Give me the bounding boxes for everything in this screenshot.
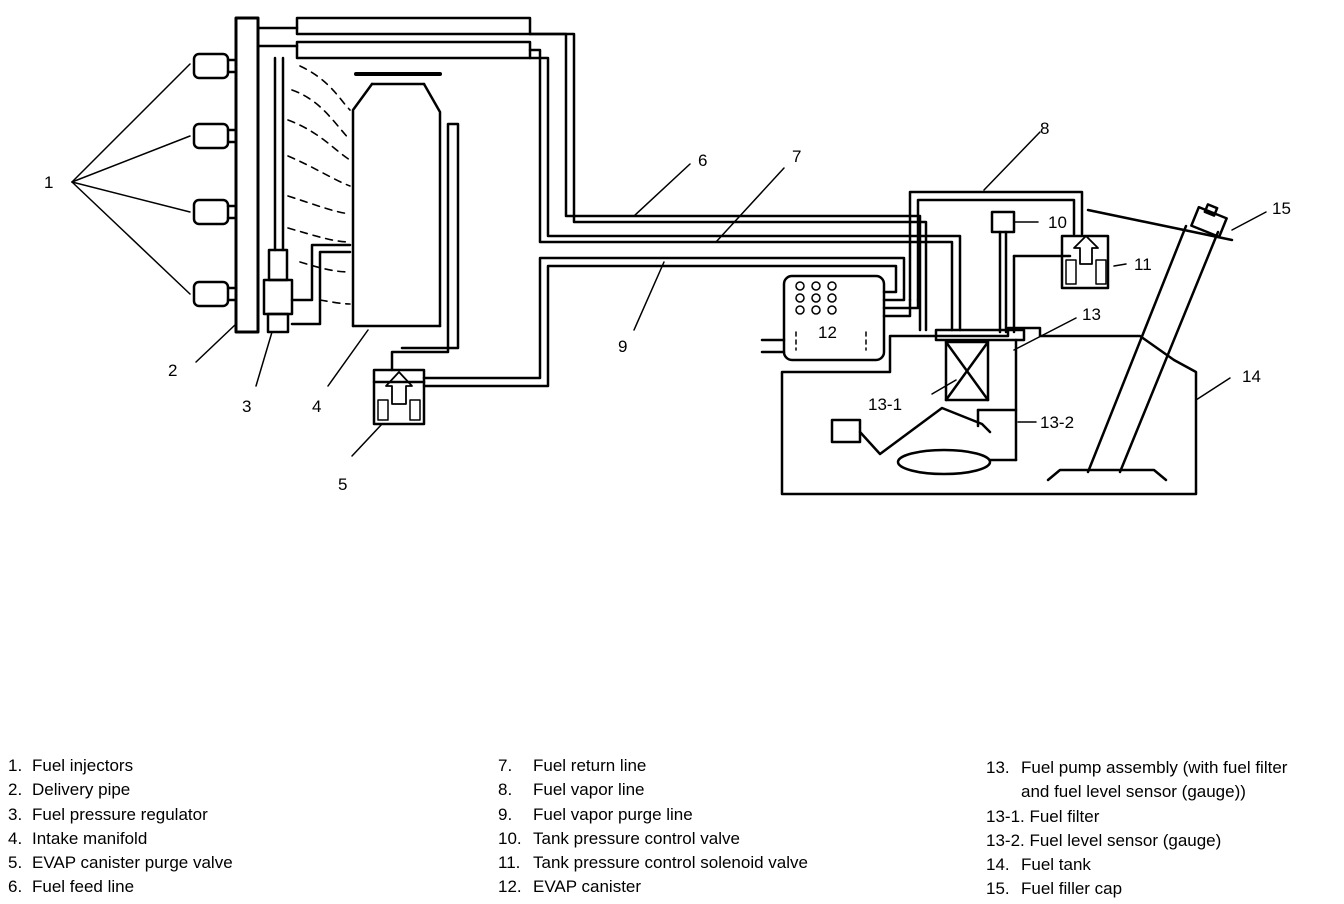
fuel-injectors — [192, 52, 238, 308]
legend-number: 8. — [498, 780, 513, 800]
legend-label: Fuel feed line — [32, 877, 135, 897]
legend-item: 11. Tank pressure control solenoid valve — [498, 851, 808, 875]
legend-number: 10. — [498, 828, 522, 848]
legend-label: Fuel vapor purge line — [533, 804, 693, 824]
callout-15: 15 — [1272, 199, 1291, 218]
legend-item: 15. Fuel filler cap — [986, 877, 1287, 901]
legend-item: 13-2. Fuel level sensor (gauge) — [986, 829, 1287, 853]
callout-13-1: 13-1 — [868, 395, 902, 414]
legend-number: 15. — [986, 879, 1010, 899]
legend-label: and fuel level sensor (gauge)) — [1021, 782, 1246, 802]
legend-column-1: 1. Fuel injectors 2. Delivery pipe 3. Fuel … — [8, 754, 233, 900]
delivery-pipe — [234, 16, 532, 334]
legend-item: 12. EVAP canister — [498, 875, 808, 899]
fuel-pump-assembly — [896, 328, 1026, 476]
callout-14: 14 — [1242, 367, 1261, 386]
callout-4: 4 — [312, 397, 321, 416]
legend-label: Fuel filler cap — [1021, 879, 1123, 899]
fuel-level-sensor — [830, 406, 992, 456]
legend-label: Fuel tank — [1021, 855, 1091, 875]
legend-column-3: 13.Fuel pump assembly (with fuel filter … — [986, 756, 1287, 902]
legend-item: 3. Fuel pressure regulator — [8, 803, 233, 827]
legend-label: EVAP canister purge valve — [32, 853, 233, 873]
legend-label: Tank pressure control valve — [533, 828, 740, 848]
legend-item-continuation: and fuel level sensor (gauge)) — [986, 780, 1287, 804]
legend-label: Fuel return line — [533, 756, 647, 775]
fuel-filler-neck — [1086, 203, 1234, 474]
evap-canister-purge-valve — [372, 368, 426, 426]
legend-item: 2. Delivery pipe — [8, 778, 233, 802]
legend-label: Fuel pressure regulator — [32, 804, 208, 824]
legend-label: Tank pressure control solenoid valve — [533, 853, 808, 873]
callout-9: 9 — [618, 337, 627, 356]
callout-7: 7 — [792, 147, 801, 166]
callout-2: 2 — [168, 361, 177, 380]
callout-8: 8 — [1040, 119, 1049, 138]
callout-5: 5 — [338, 475, 347, 494]
legend-number: 12. — [498, 877, 522, 897]
legend-number: 11. — [498, 853, 521, 873]
legend-item: 9. Fuel vapor purge line — [498, 803, 808, 827]
legend-item: 10. Tank pressure control valve — [498, 827, 808, 851]
legend-label: Fuel vapor line — [533, 780, 645, 800]
fuel-pressure-regulator — [262, 56, 294, 334]
legend-item: 5. EVAP canister purge valve — [8, 851, 233, 875]
legend-column-2: 7. Fuel return line 8. Fuel vapor line 9. F… — [498, 754, 808, 900]
callout-6: 6 — [698, 151, 707, 170]
legend-item: 14. Fuel tank — [986, 853, 1287, 877]
evap-canister — [760, 274, 886, 362]
callout-13: 13 — [1082, 305, 1101, 324]
callout-1: 1 — [44, 173, 53, 192]
legend-number: 9. — [498, 804, 513, 824]
legend-number: 5. — [8, 853, 23, 873]
legend-item: 13-1. Fuel filter — [986, 805, 1287, 829]
legend-item: 8. Fuel vapor line — [498, 778, 808, 802]
callout-10: 10 — [1048, 213, 1067, 232]
legend-number: 6. — [8, 877, 23, 897]
legend-label: Fuel injectors — [32, 756, 134, 775]
legend-label: Intake manifold — [32, 828, 148, 848]
legend-item: 13. Fuel pump assembly (with fuel filter — [986, 756, 1287, 780]
legend-item: 4. Intake manifold — [8, 827, 233, 851]
legend-item: 1. Fuel injectors — [8, 754, 233, 778]
legend-item: 7. Fuel return line — [498, 754, 808, 778]
legend-label: Fuel pump assembly (with fuel filter — [1021, 758, 1288, 777]
callout-3: 3 — [242, 397, 251, 416]
callout-13-2: 13-2 — [1040, 413, 1074, 432]
tank-pressure-control-valve — [990, 210, 1016, 234]
legend-number: 4. — [8, 828, 23, 848]
callout-11: 11 — [1134, 255, 1152, 274]
legend-label: Delivery pipe — [32, 780, 131, 800]
legend-number: 7. — [498, 756, 513, 775]
intake-manifold — [287, 65, 442, 328]
callout-12: 12 — [818, 323, 837, 342]
legend-label: EVAP canister — [533, 877, 642, 897]
legend-label: 13-2. Fuel level sensor (gauge) — [986, 830, 1222, 850]
legend-number: 14. — [986, 855, 1010, 875]
legend-item: 6. Fuel feed line — [8, 875, 233, 899]
fuel-tank — [780, 326, 1198, 496]
legend-number: 13. — [986, 758, 1010, 777]
legend-number: 2. — [8, 780, 23, 800]
legend-number: 3. — [8, 804, 23, 824]
tank-pressure-control-solenoid-valve — [1060, 234, 1110, 290]
legend-number: 1. — [8, 756, 23, 775]
legend-label: 13-1. Fuel filter — [986, 806, 1100, 826]
